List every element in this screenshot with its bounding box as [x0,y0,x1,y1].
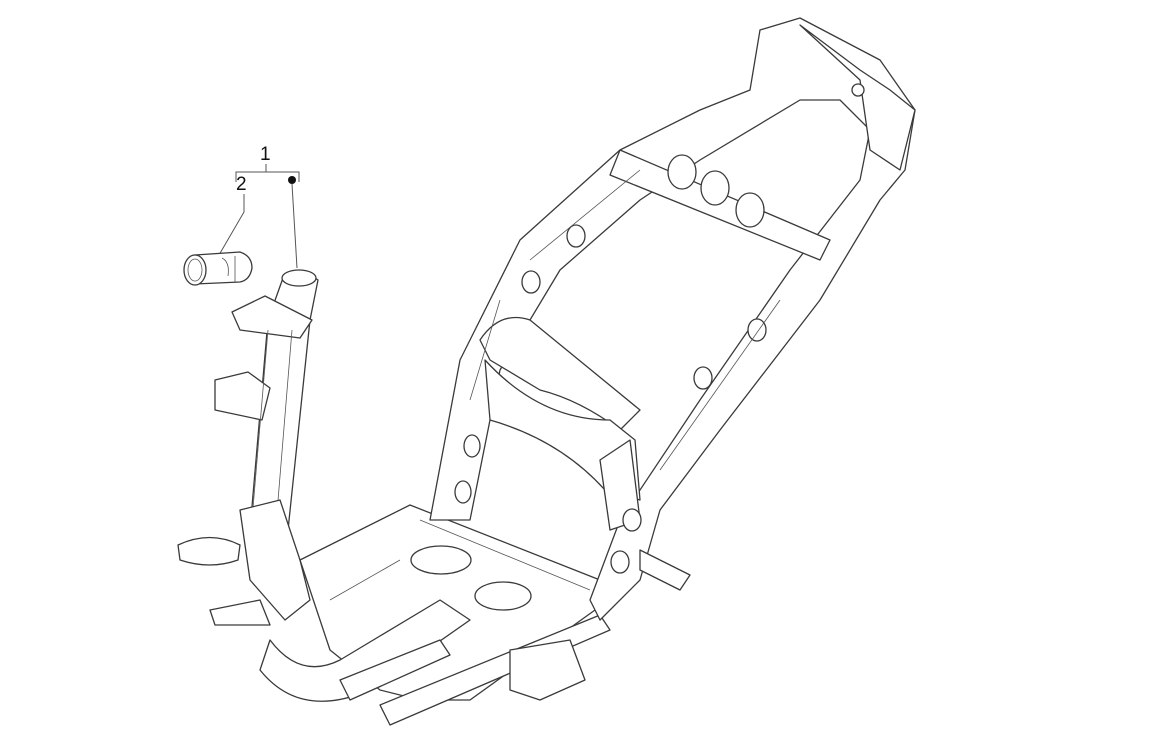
sleeve-part [183,251,253,286]
main-frame-loop [429,17,916,621]
floor-frame [209,504,611,726]
callout-bracket [235,164,300,182]
callout-group: 1 2 [218,144,300,269]
callout-1-label: 1 [260,144,271,165]
callout-2-label: 2 [236,174,247,195]
leader-line-2 [218,194,245,256]
leader-line-1 [291,183,298,269]
callout-dot [288,176,296,184]
head-tube [177,269,319,621]
frame-holes [454,83,865,574]
